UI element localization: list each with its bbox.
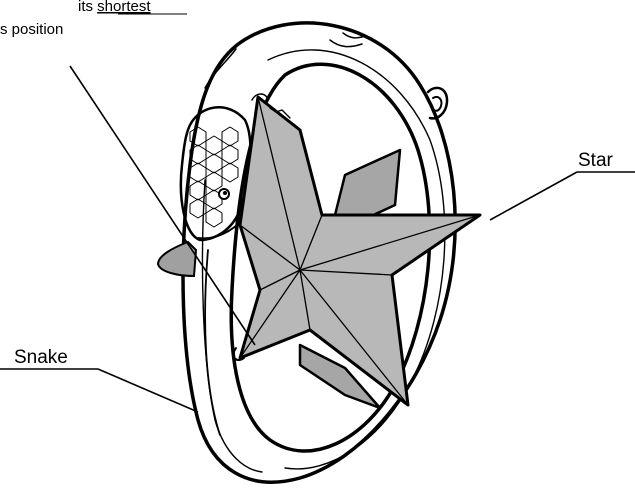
caption-line-2: s position <box>0 21 63 38</box>
snake-callout: Snake <box>0 347 198 412</box>
star-label: Star <box>578 150 614 171</box>
caption-line-1: its shortest <box>78 0 151 15</box>
caption: its shortest s position <box>0 0 187 38</box>
star-callout: Star <box>490 150 635 220</box>
snake-label: Snake <box>14 347 68 368</box>
